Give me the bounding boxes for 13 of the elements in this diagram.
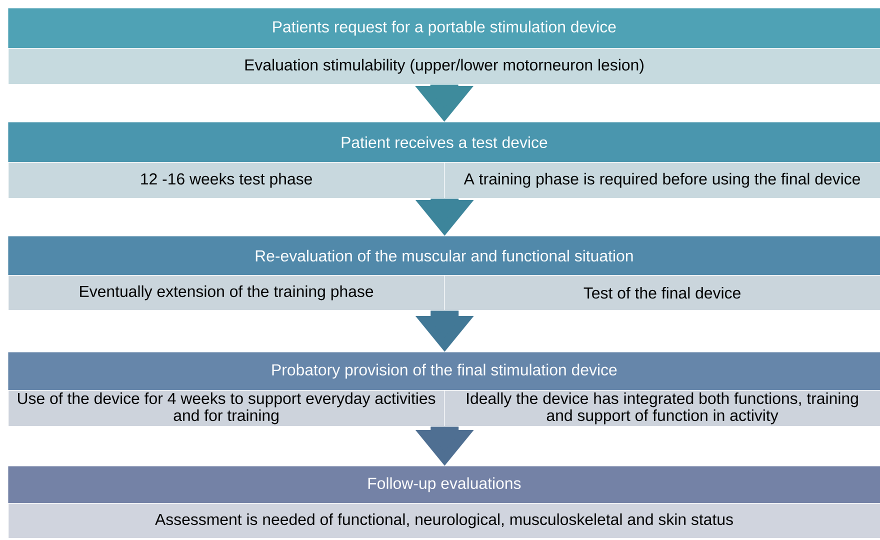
stage-header: Patients request for a portable stimulation device — [8, 8, 880, 48]
step-cell: 12 -16 weeks test phase — [8, 162, 445, 199]
step-cell: A training phase is required before using the final device — [444, 162, 880, 199]
stage-header: Follow-up evaluations — [8, 466, 880, 504]
step-cell: Test of the final device — [444, 275, 880, 311]
stage-header: Re-evaluation of the muscular and functional situation — [8, 236, 880, 276]
step-cell: Assessment is needed of functional, neurological, musculoskeletal and skin status — [8, 503, 880, 539]
stage-header: Probatory provision of the final stimulation device — [8, 352, 880, 390]
step-cell: Ideally the device has integrated both functions, training and support of function in activity — [444, 390, 880, 427]
step-cell: Eventually extension of the training phase — [8, 275, 445, 311]
step-cell: Evaluation stimulability (upper/lower motorneuron lesion) — [8, 48, 880, 85]
step-cell: Use of the device for 4 weeks to support everyday activities and for training — [8, 390, 445, 427]
stage-header: Patient receives a test device — [8, 122, 880, 162]
